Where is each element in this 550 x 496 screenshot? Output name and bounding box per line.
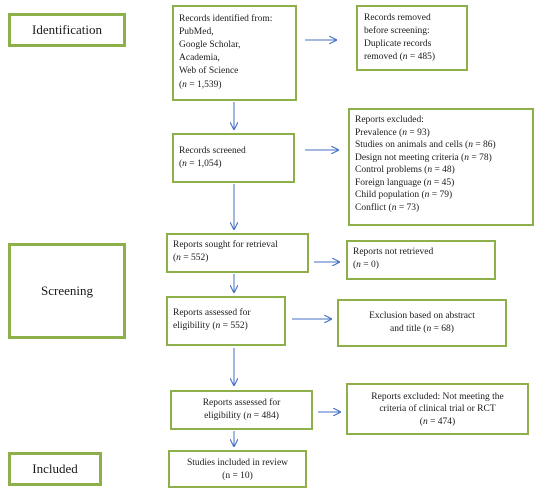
- included-line-1: Studies included in review: [186, 458, 289, 468]
- included-count: (n = 10): [222, 471, 253, 482]
- excluded-rct-line-1: Reports excluded: Not meeting the: [371, 392, 504, 402]
- excluded-title: Reports excluded:: [355, 115, 424, 125]
- box-records-removed: Records removed before screening: Duplic…: [356, 5, 468, 71]
- assessed1-line-1: Reports assessed for: [173, 308, 251, 318]
- assessed2-line-1: Reports assessed for: [202, 398, 281, 408]
- stage-included: Included: [8, 452, 102, 486]
- sought-line-1: Reports sought for retrieval: [173, 240, 278, 250]
- excluded-rct-line-2: criteria of clinical trial or RCT: [379, 404, 496, 415]
- removed-count: removed (n = 485): [364, 52, 436, 63]
- box-records-screened: Records screened (n = 1,054): [172, 133, 295, 183]
- removed-line-3: Duplicate records: [364, 39, 432, 50]
- screened-line-1: Records screened: [179, 146, 246, 156]
- excluded-item-language: Foreign language (n = 45): [355, 177, 455, 188]
- excluded-item-prevalence: Prevalence (n = 93): [355, 127, 430, 138]
- excluded-item-child: Child population (n = 79): [355, 190, 453, 201]
- stage-screening: Screening: [8, 243, 126, 339]
- excluded-item-design: Design not meeting criteria (n = 78): [355, 152, 492, 163]
- excluded-item-conflict: Conflict (n = 73): [355, 202, 420, 213]
- box-records-identified: Records identified from: PubMed, Google …: [172, 5, 297, 101]
- not-retrieved-count: (n = 0): [353, 260, 379, 271]
- identified-line-3: Google Scholar,: [179, 40, 241, 51]
- identified-line-2: PubMed,: [179, 27, 214, 38]
- identified-line-4: Academia,: [179, 53, 220, 64]
- screened-count: (n = 1,054): [179, 159, 222, 170]
- box-reports-excluded-rct: Reports excluded: Not meeting the criter…: [346, 383, 529, 435]
- box-reports-sought: Reports sought for retrieval (n = 552): [166, 233, 309, 273]
- box-reports-assessed-1: Reports assessed for eligibility (n = 55…: [166, 296, 286, 346]
- stage-identification: Identification: [8, 13, 126, 47]
- removed-line-1: Records removed: [364, 13, 431, 23]
- box-studies-included: Studies included in review (n = 10): [168, 450, 307, 488]
- stage-included-label: Included: [32, 461, 78, 476]
- identified-line-1: Records identified from:: [179, 14, 273, 24]
- not-retrieved-line-1: Reports not retrieved: [353, 247, 434, 257]
- excluded-rct-count: (n = 474): [419, 416, 456, 427]
- exclusion-abstract-count: and title (n = 68): [390, 324, 454, 335]
- identified-count: (n = 1,539): [179, 79, 222, 90]
- box-reports-excluded: Reports excluded: Prevalence (n = 93) St…: [348, 108, 534, 226]
- stage-screening-label: Screening: [41, 283, 93, 298]
- stage-identification-label: Identification: [31, 22, 103, 37]
- assessed1-count: eligibility (n = 552): [173, 321, 248, 332]
- excluded-item-animals: Studies on animals and cells (n = 86): [355, 140, 496, 151]
- box-reports-not-retrieved: Reports not retrieved (n = 0): [346, 240, 496, 280]
- assessed2-count: eligibility (n = 484): [204, 411, 279, 422]
- exclusion-abstract-line-1: Exclusion based on abstract: [369, 311, 475, 321]
- sought-count: (n = 552): [173, 253, 209, 264]
- box-reports-assessed-2: Reports assessed for eligibility (n = 48…: [170, 390, 313, 430]
- excluded-item-control: Control problems (n = 48): [355, 165, 455, 176]
- identified-line-5: Web of Science: [179, 66, 239, 77]
- box-exclusion-abstract: Exclusion based on abstract and title (n…: [337, 299, 507, 347]
- removed-line-2: before screening:: [364, 26, 430, 37]
